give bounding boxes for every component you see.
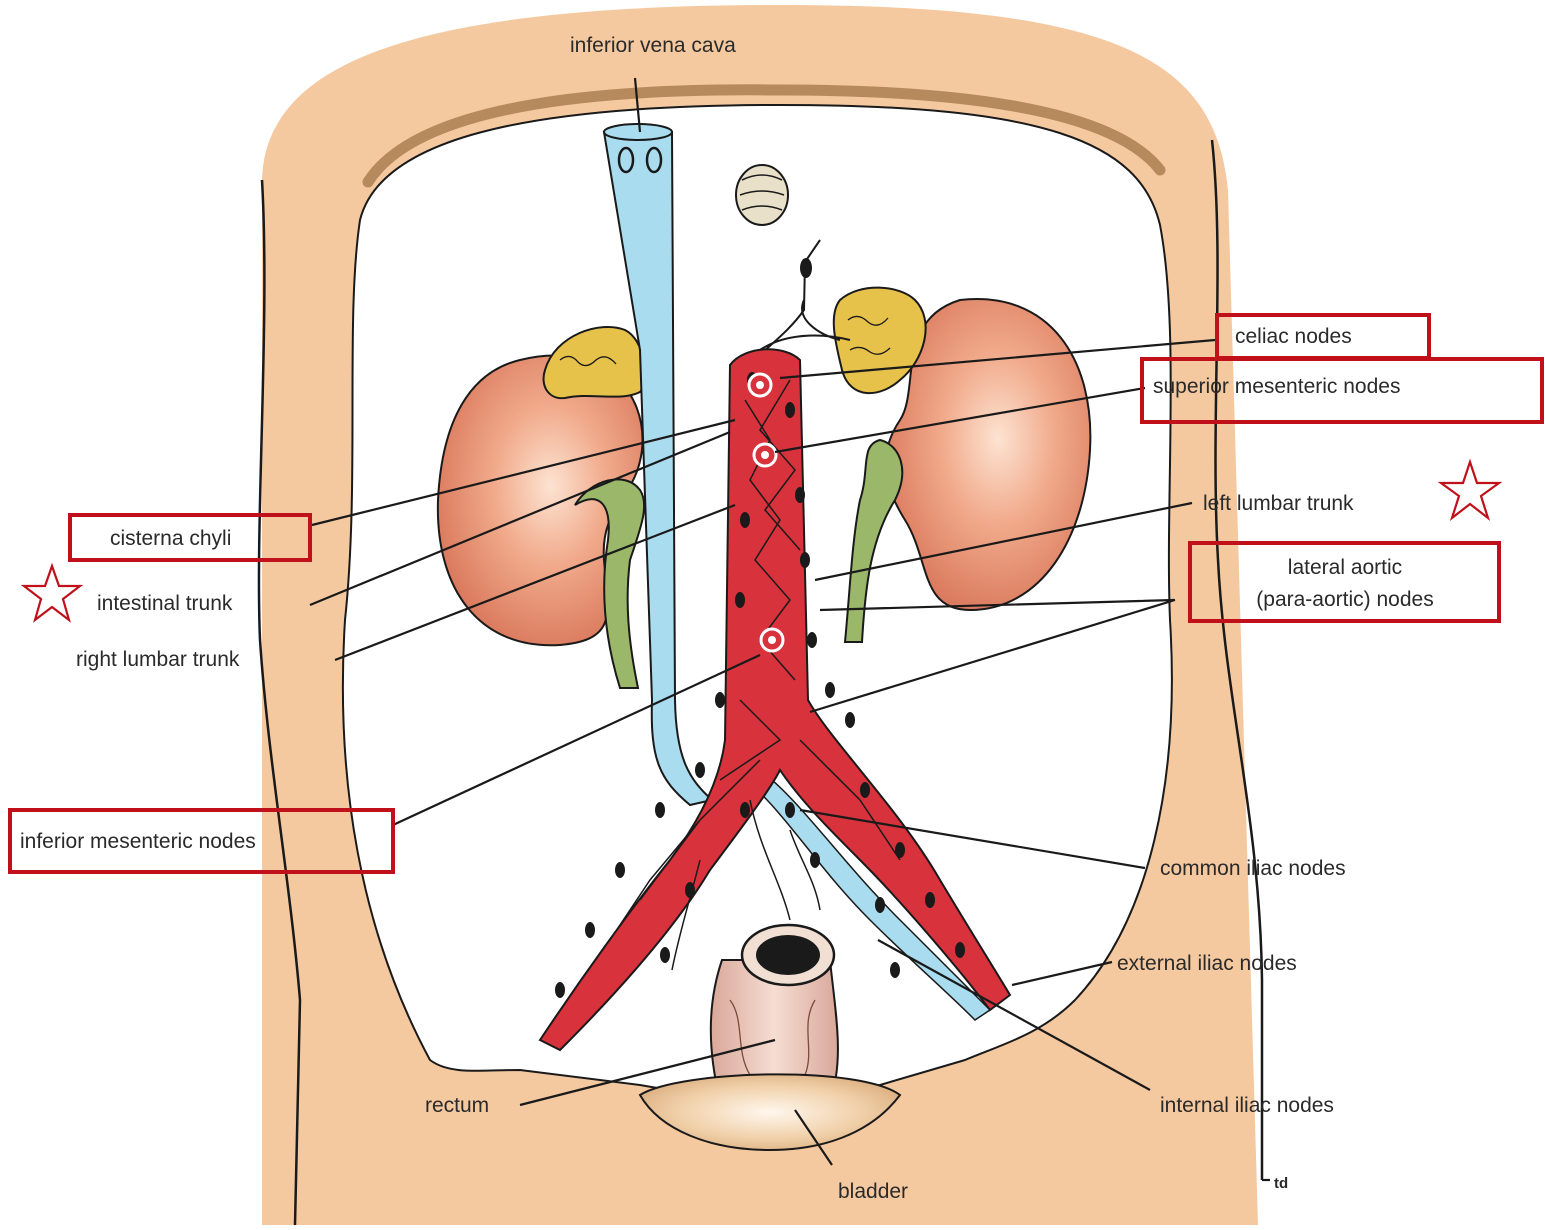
label-superior-mesenteric-nodes: superior mesenteric nodes <box>1153 375 1400 398</box>
label-right-lumbar-trunk: right lumbar trunk <box>76 648 240 671</box>
label-cisterna-chyli: cisterna chyli <box>110 527 231 550</box>
label-rectum: rectum <box>425 1094 489 1117</box>
label-left-lumbar-trunk: left lumbar trunk <box>1203 492 1354 515</box>
star-icon-left <box>24 566 80 620</box>
ivc-top <box>604 124 672 140</box>
label-lateral-aortic: lateral aortic <box>1288 556 1402 579</box>
label-intestinal-trunk: intestinal trunk <box>97 592 233 615</box>
artist-signature: td <box>1274 1175 1288 1192</box>
label-common-iliac-nodes: common iliac nodes <box>1160 857 1346 880</box>
esophagus-stub <box>736 165 788 225</box>
label-para-aortic-nodes: (para-aortic) nodes <box>1256 588 1433 611</box>
label-external-iliac-nodes: external iliac nodes <box>1117 952 1297 975</box>
label-celiac-nodes: celiac nodes <box>1235 325 1352 348</box>
node-top <box>800 258 812 278</box>
star-icon-right <box>1441 462 1499 518</box>
label-inferior-mesenteric-nodes: inferior mesenteric nodes <box>20 830 256 853</box>
label-inferior-vena-cava: inferior vena cava <box>570 34 736 57</box>
label-bladder: bladder <box>838 1180 908 1203</box>
label-internal-iliac-nodes: internal iliac nodes <box>1160 1094 1334 1117</box>
